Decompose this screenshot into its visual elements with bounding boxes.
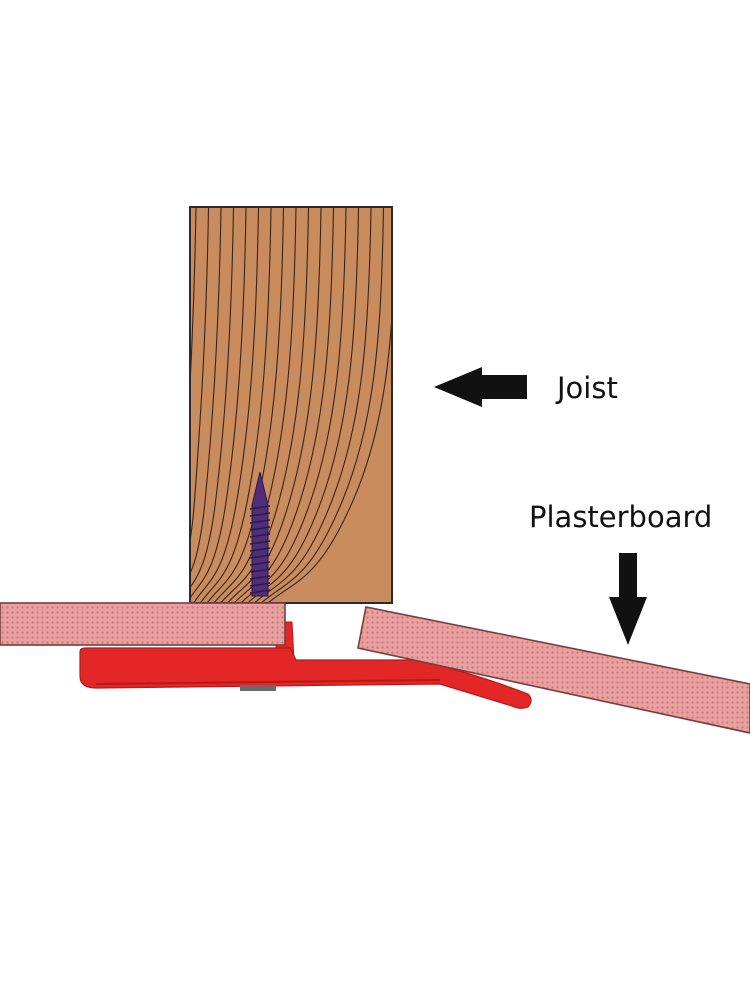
joist-label: Joist [555, 371, 618, 405]
arrow-down-icon [609, 553, 647, 645]
screw-thread [249, 505, 271, 510]
grain-line [193, 207, 260, 603]
screw-threads [249, 505, 271, 594]
screw-thread [249, 561, 271, 566]
grain-line [213, 207, 297, 603]
screw-thread [249, 582, 271, 587]
screw-thread [249, 512, 271, 517]
grain-line [226, 207, 322, 603]
screw-thread [249, 547, 271, 552]
screw-thread [249, 554, 271, 559]
grain-line [190, 207, 247, 600]
joist [189, 206, 393, 604]
plasterboard-right [357, 606, 750, 734]
screw [249, 471, 271, 597]
grain-line [190, 207, 197, 397]
wood-grain [190, 207, 392, 603]
plasterboard-left [0, 602, 286, 646]
grain-line [190, 207, 222, 575]
grain-line [199, 207, 272, 603]
plasterboard-label: Plasterboard [529, 500, 712, 534]
screw-thread [249, 540, 271, 545]
screw-thread [249, 575, 271, 580]
grain-line [247, 207, 360, 603]
arrow-left-icon [434, 367, 527, 407]
screw-thread [249, 568, 271, 573]
screw-thread [249, 533, 271, 538]
grain-line [190, 207, 235, 589]
grain-line [220, 207, 310, 603]
grain-line [190, 207, 210, 544]
grain-line [267, 307, 392, 603]
screw-thread [249, 526, 271, 531]
screw-thread [249, 519, 271, 524]
hinge-pin [240, 685, 276, 691]
screw-thread [249, 589, 271, 594]
grain-line [260, 207, 385, 603]
grain-line [253, 207, 372, 603]
grain-line [206, 207, 285, 603]
